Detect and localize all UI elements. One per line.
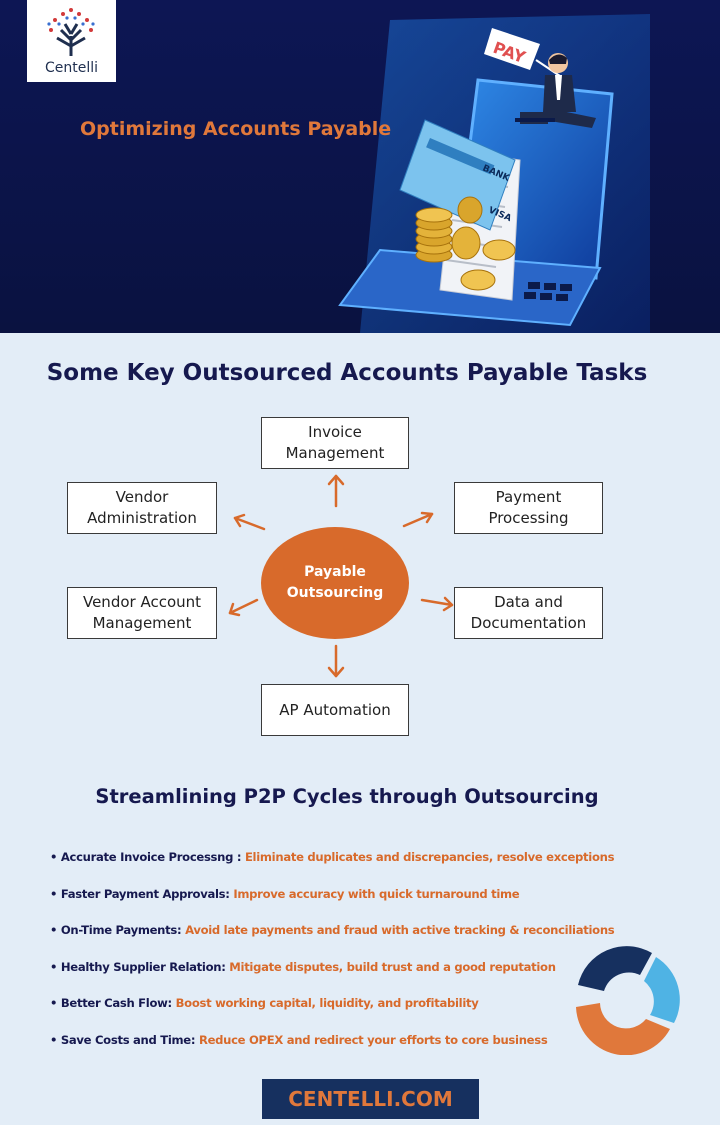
section-title-p2p: Streamlining P2P Cycles through Outsourc… [95, 785, 599, 808]
list-item: • Save Costs and Time: Reduce OPEX and r… [50, 1032, 548, 1047]
centelli-logo[interactable]: Centelli [27, 0, 116, 82]
node-ap-automation: AP Automation [261, 684, 409, 736]
hero-title: Optimizing Accounts Payable [80, 118, 392, 140]
section-title-tasks: Some Key Outsourced Accounts Payable Tas… [46, 360, 648, 386]
list-item: • Better Cash Flow: Boost working capita… [50, 996, 479, 1011]
laptop-payment-illustration: BANK VISA PAY [338, 14, 650, 333]
list-item: • Accurate Invoice Processng : Eliminate… [50, 850, 615, 864]
hero-banner: BANK VISA PAY [0, 0, 720, 333]
list-item: • Healthy Supplier Relation: Mitigate di… [50, 959, 556, 974]
cycle-arrows-icon [576, 946, 680, 1055]
centelli-website-button[interactable]: CENTELLI.COM [262, 1079, 479, 1119]
tree-logo-icon [47, 8, 95, 56]
list-item: • Faster Payment Approvals: Improve accu… [50, 886, 520, 901]
benefits-list: • Accurate Invoice Processng : Eliminate… [50, 850, 650, 1070]
list-item: • On-Time Payments: Avoid late payments … [50, 923, 615, 938]
logo-wordmark: Centelli [44, 60, 99, 76]
